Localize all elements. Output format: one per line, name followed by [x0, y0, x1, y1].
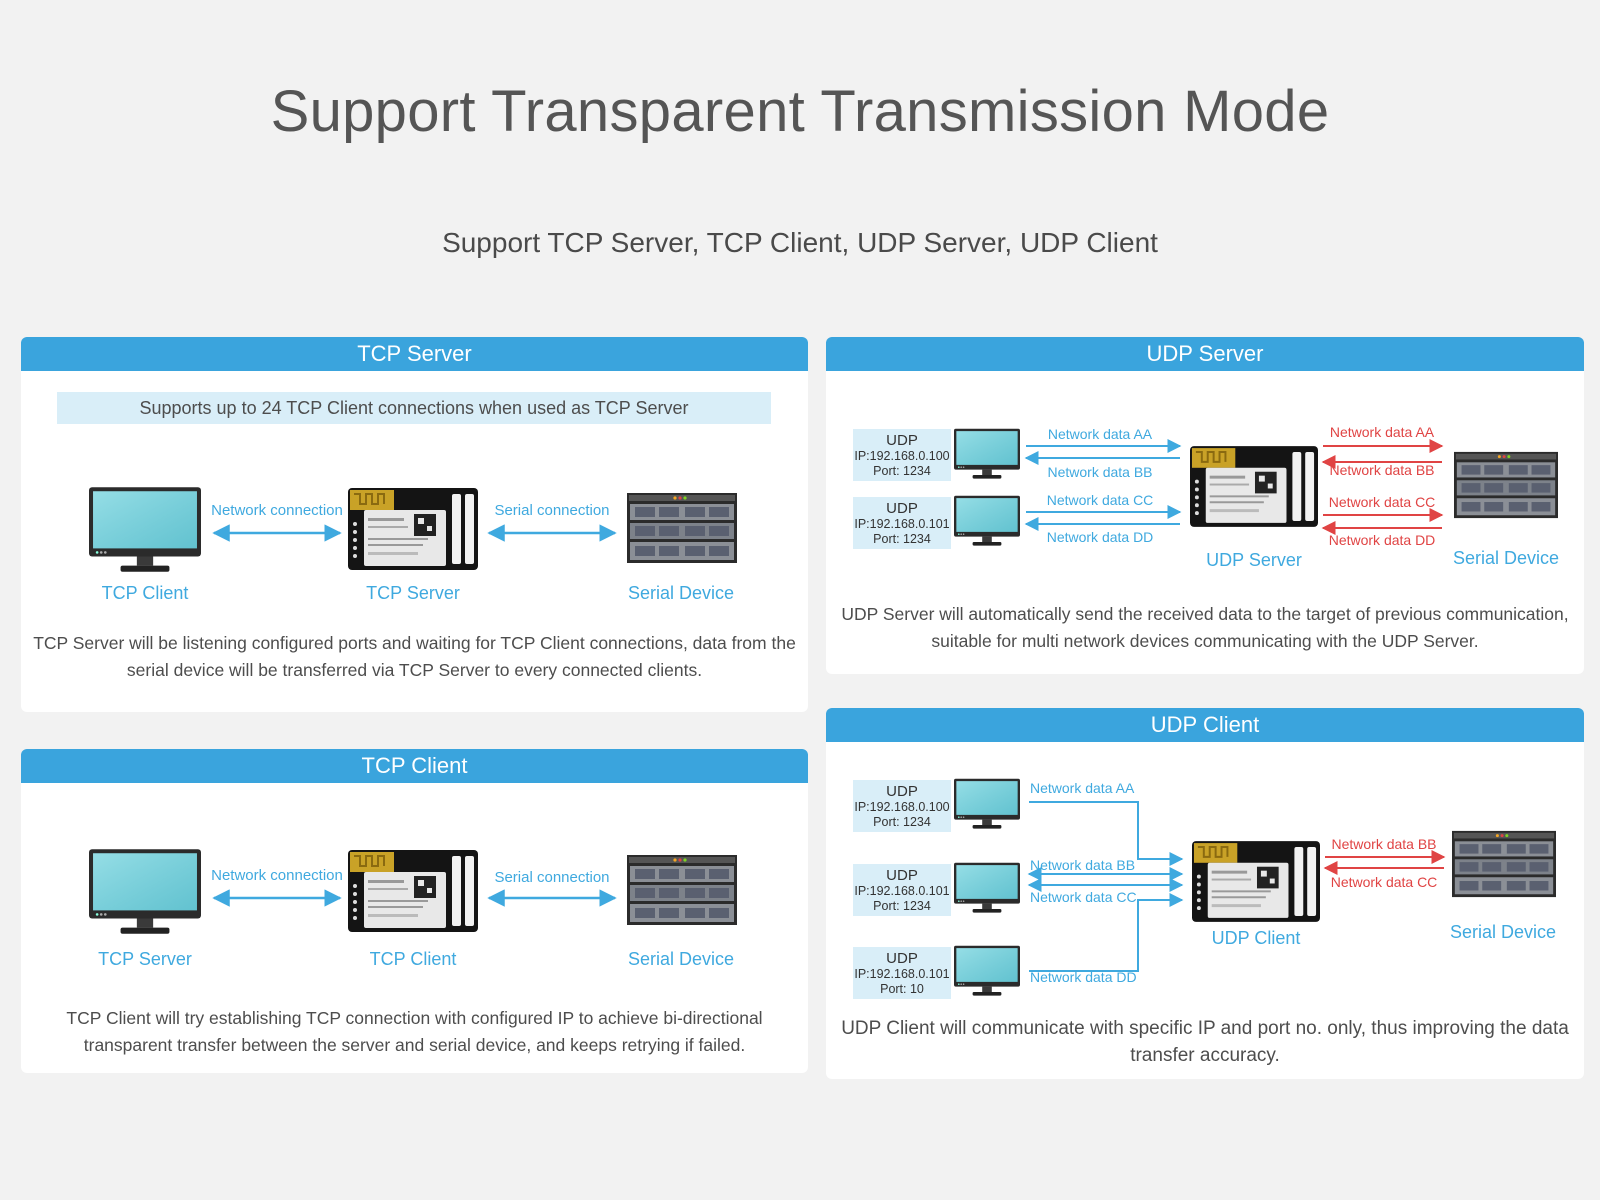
udp-host-proto: UDP — [886, 867, 918, 884]
tcp-server-banner: Supports up to 24 TCP Client connections… — [57, 392, 771, 424]
serial-device-server-icon — [1452, 830, 1556, 898]
serial-device-server-icon — [1454, 451, 1558, 519]
udp-client-panel: UDP Client UDP IP:192.168.0.100 Port: 12… — [826, 708, 1584, 1079]
center-node-label: UDP Client — [1212, 928, 1301, 948]
udp-host-ip: IP:192.168.0.100 — [854, 800, 949, 814]
serial-data-label: Network data CC — [1329, 494, 1436, 510]
serial-connection-label: Serial connection — [494, 502, 609, 519]
udp-host-box — [853, 947, 951, 999]
center-node-label: TCP Server — [366, 583, 460, 603]
udp-host-box — [853, 497, 951, 549]
page-title: Support Transparent Transmission Mode — [270, 79, 1330, 144]
network-data-label: Network data DD — [1047, 529, 1154, 545]
right-node-label: Serial Device — [1450, 922, 1556, 942]
monitor-icon — [954, 945, 1020, 996]
tcp-client-header: TCP Client — [21, 749, 808, 783]
udp-host-proto: UDP — [886, 432, 918, 449]
tcp-client-monitor-icon — [89, 487, 201, 572]
tcp-client-diagram: Network connection Serial connection TCP… — [89, 849, 737, 969]
left-node-label: TCP Server — [98, 949, 192, 969]
monitor-icon — [954, 862, 1020, 913]
center-node-label: UDP Server — [1206, 550, 1302, 570]
serial-device-server-icon — [627, 493, 737, 563]
udp-host-port: Port: 1234 — [873, 464, 931, 478]
monitor-icon — [954, 778, 1020, 829]
network-data-label: Network data AA — [1030, 780, 1135, 796]
serial-data-label: Network data AA — [1330, 424, 1435, 440]
udp-host-box — [853, 864, 951, 916]
tcp-server-monitor-icon — [89, 849, 201, 934]
serial-data-label: Network data BB — [1331, 836, 1436, 852]
tcp-server-diagram: Network connection Serial connection TCP… — [89, 487, 737, 603]
udp-host-ip: IP:192.168.0.101 — [854, 967, 949, 981]
wifi-module-icon — [348, 487, 478, 571]
tcp-server-description: TCP Server will be listening configured … — [33, 633, 796, 680]
network-arrow-dd — [1029, 893, 1184, 972]
left-node-label: TCP Client — [102, 583, 189, 603]
tcp-client-description: TCP Client will try establishing TCP con… — [66, 1008, 763, 1055]
udp-server-header: UDP Server — [826, 337, 1584, 371]
tcp-client-panel: TCP Client Network connection Serial con… — [21, 749, 808, 1073]
right-node-label: Serial Device — [628, 949, 734, 969]
network-data-label: Network data CC — [1047, 492, 1154, 508]
udp-client-diagram: UDP IP:192.168.0.100 Port: 1234 UDP IP:1… — [853, 778, 1556, 999]
network-arrow-aa — [1029, 801, 1184, 866]
udp-host-port: Port: 10 — [880, 982, 924, 996]
network-data-label: Network data CC — [1030, 889, 1137, 905]
udp-host-proto: UDP — [886, 783, 918, 800]
network-connection-label: Network connection — [211, 502, 343, 519]
wifi-module-icon — [1192, 841, 1320, 922]
network-data-label: Network data AA — [1048, 426, 1153, 442]
network-data-label: Network data BB — [1047, 464, 1152, 480]
udp-server-panel: UDP Server UDP IP:192.168.0.100 Port: 12… — [826, 337, 1584, 674]
tcp-server-header: TCP Server — [21, 337, 808, 371]
udp-server-description: UDP Server will automatically send the r… — [841, 604, 1569, 651]
udp-host-port: Port: 1234 — [873, 532, 931, 546]
serial-data-label: Network data CC — [1331, 874, 1438, 890]
center-node-label: TCP Client — [370, 949, 457, 969]
network-data-label: Network data BB — [1030, 857, 1135, 873]
right-node-label: Serial Device — [628, 583, 734, 603]
serial-device-server-icon — [627, 855, 737, 925]
network-connection-label: Network connection — [211, 867, 343, 884]
udp-server-diagram: UDP IP:192.168.0.100 Port: 1234 UDP IP:1… — [853, 424, 1559, 570]
udp-client-description: UDP Client will communicate with specifi… — [841, 1018, 1569, 1066]
udp-host-box — [853, 780, 951, 832]
network-data-label: Network data DD — [1030, 969, 1137, 985]
serial-data-label: Network data BB — [1329, 462, 1434, 478]
udp-host-port: Port: 1234 — [873, 899, 931, 913]
udp-host-ip: IP:192.168.0.100 — [854, 449, 949, 463]
udp-host-proto: UDP — [886, 500, 918, 517]
udp-host-ip: IP:192.168.0.101 — [854, 517, 949, 531]
wifi-module-icon — [1190, 446, 1318, 527]
monitor-icon — [954, 428, 1020, 479]
udp-host-proto: UDP — [886, 950, 918, 967]
udp-host-box — [853, 429, 951, 481]
udp-host-ip: IP:192.168.0.101 — [854, 884, 949, 898]
wifi-module-icon — [348, 849, 478, 933]
monitor-icon — [954, 495, 1020, 546]
right-node-label: Serial Device — [1453, 548, 1559, 568]
tcp-server-panel: TCP Server Supports up to 24 TCP Client … — [21, 337, 808, 712]
serial-data-label: Network data DD — [1329, 532, 1436, 548]
serial-connection-label: Serial connection — [494, 869, 609, 886]
udp-host-port: Port: 1234 — [873, 815, 931, 829]
udp-client-header: UDP Client — [826, 708, 1584, 742]
page-subtitle: Support TCP Server, TCP Client, UDP Serv… — [442, 227, 1158, 258]
